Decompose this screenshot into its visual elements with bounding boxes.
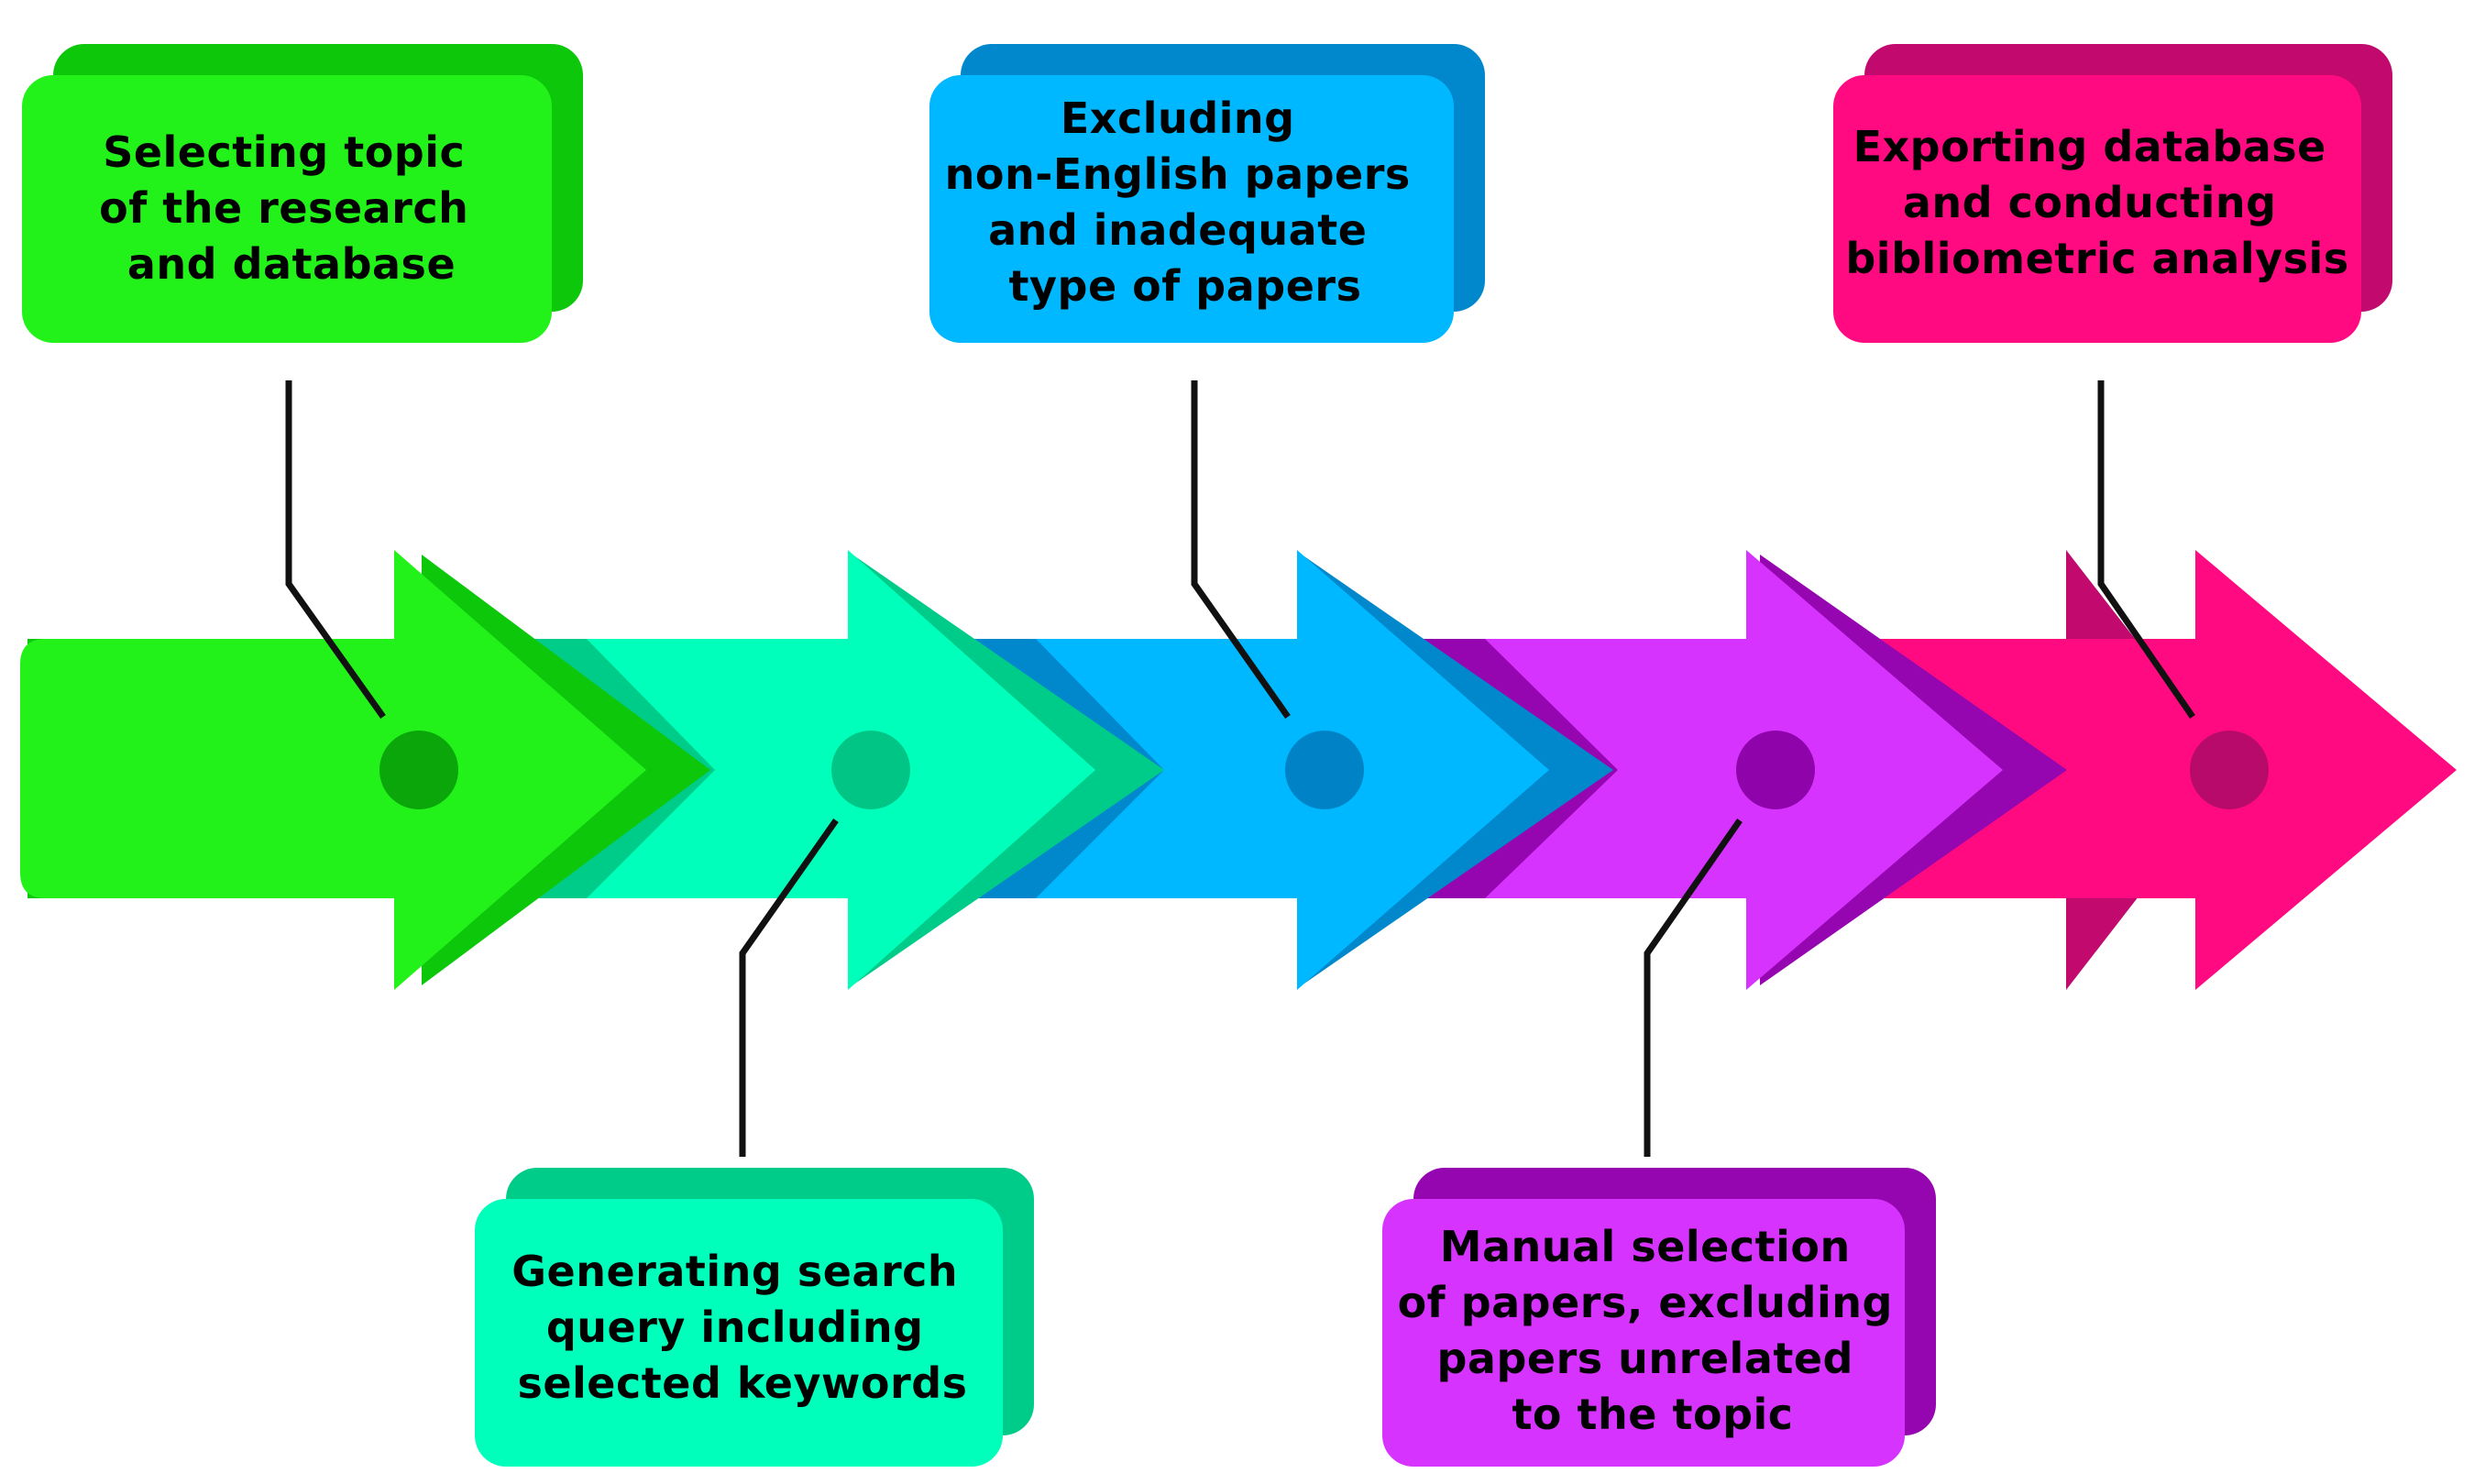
- step-1-label-line-2: of the research: [99, 183, 468, 233]
- step-2-label-line-2: query including: [546, 1303, 924, 1352]
- step-1-connector: [285, 380, 386, 720]
- step-4-label-line-4: to the topic: [1512, 1390, 1793, 1439]
- step-1-label: Selecting topic of the research and data…: [99, 127, 484, 289]
- step-5-box-face: [1833, 75, 2361, 343]
- step-4-box-face: [1382, 1199, 1905, 1467]
- step-4-label-line-2: of papers, excluding: [1398, 1278, 1893, 1327]
- step-3-arrow: [972, 550, 1613, 990]
- step-4-arrow: [1421, 550, 2067, 990]
- step-5-label: Exporting database and conducting biblio…: [1845, 122, 2348, 283]
- step-2-box: Generating search query including select…: [475, 1168, 1034, 1467]
- step-4-label-line-3: papers unrelated: [1437, 1334, 1853, 1383]
- step-2-box-face: [475, 1199, 1003, 1467]
- step-4-connector: [1644, 818, 1743, 1157]
- step-3-connector: [1191, 380, 1291, 720]
- step-5-arrow-body: [1861, 550, 2457, 990]
- step-3-box-face: [929, 75, 1454, 343]
- step-3-label-line-3: and inadequate: [988, 205, 1367, 255]
- step-5-label-line-3: bibliometric analysis: [1845, 234, 2348, 283]
- step-3-label-line-4: type of papers: [1009, 261, 1362, 311]
- step-3-dot: [1285, 731, 1364, 809]
- step-2-connector: [739, 818, 839, 1157]
- step-5-label-line-1: Exporting database: [1853, 122, 2326, 171]
- step-3-label-line-1: Excluding: [1061, 93, 1295, 143]
- step-4-label: Manual selection of papers, excluding pa…: [1398, 1222, 1908, 1439]
- step-1-label-line-3: and database: [127, 239, 456, 289]
- step-1-box-face: [22, 75, 552, 343]
- step-2-label-line-3: selected keywords: [517, 1358, 967, 1408]
- step-1-label-line-1: Selecting topic: [103, 127, 465, 177]
- step-1-box: Selecting topic of the research and data…: [22, 44, 583, 343]
- step-3-box: Excluding non-English papers and inadequ…: [929, 44, 1485, 343]
- step-3-label: Excluding non-English papers and inadequ…: [945, 93, 1426, 311]
- step-2-dot: [831, 731, 910, 809]
- step-2-label: Generating search query including select…: [511, 1247, 973, 1408]
- step-4-label-line-1: Manual selection: [1440, 1222, 1851, 1271]
- step-5-dot: [2190, 731, 2269, 809]
- step-5-connector: [2097, 380, 2195, 719]
- step-1-dot: [379, 731, 458, 809]
- step-2-arrow: [522, 550, 1164, 990]
- step-boxes: Selecting topic of the research and data…: [22, 44, 2392, 1467]
- connector-lines: [285, 380, 2195, 1157]
- step-5-label-line-2: and conducting: [1903, 178, 2277, 227]
- step-4-box: Manual selection of papers, excluding pa…: [1382, 1168, 1936, 1467]
- step-2-label-line-1: Generating search: [511, 1247, 958, 1296]
- step-4-dot: [1736, 731, 1815, 809]
- arrow-chain: [20, 550, 2457, 990]
- step-1-arrow: [20, 550, 710, 990]
- step-5-box: Exporting database and conducting biblio…: [1833, 44, 2392, 343]
- step-3-label-line-2: non-English papers: [945, 149, 1411, 199]
- step-1-arrow-body: [20, 550, 646, 990]
